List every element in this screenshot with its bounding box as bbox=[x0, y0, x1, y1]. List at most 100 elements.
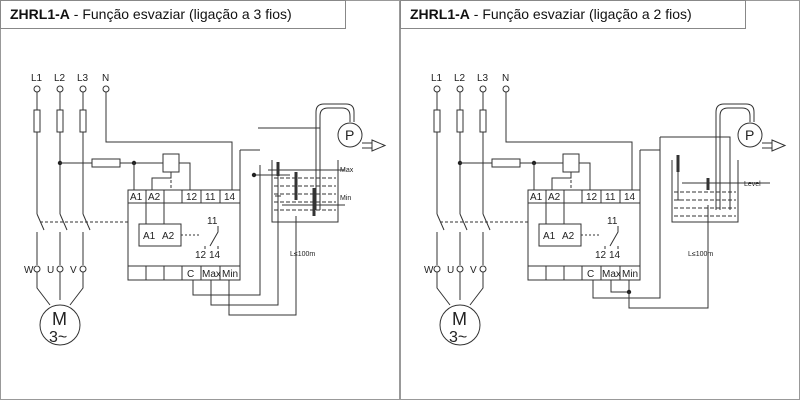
fuse-l1 bbox=[433, 109, 441, 133]
line-label-l1: L1 bbox=[431, 73, 443, 84]
tank bbox=[671, 160, 739, 223]
relay-top-terminal-11: 11 bbox=[605, 192, 616, 203]
contact-label-11: 11 bbox=[207, 216, 218, 227]
motor-terminal-v bbox=[79, 265, 87, 273]
phase-wires-mid bbox=[436, 132, 484, 214]
contact-label-14: 14 bbox=[209, 250, 221, 261]
distance-label: L≤100m bbox=[290, 251, 315, 258]
inner-coil-leads bbox=[545, 203, 565, 224]
line-label-n: N bbox=[102, 73, 109, 84]
title-box bbox=[0, 0, 346, 29]
contactor-switch-2 bbox=[59, 213, 68, 231]
relay-top-terminal-12: 12 bbox=[186, 192, 198, 203]
relay-module-dividers bbox=[528, 202, 640, 267]
control-fuse bbox=[491, 158, 521, 168]
motor-terminal-label-u: U bbox=[447, 265, 454, 276]
fuse-l3 bbox=[79, 109, 87, 133]
probe-wire-min bbox=[228, 216, 297, 316]
line-label-l1: L1 bbox=[31, 73, 43, 84]
terminal-n bbox=[502, 85, 510, 93]
probe-wire-max bbox=[210, 172, 279, 306]
inner-coil-leads bbox=[145, 203, 165, 224]
ground-symbol bbox=[675, 172, 681, 201]
contact-label-12: 12 bbox=[195, 250, 207, 261]
inner-coil-label-a1: A1 bbox=[143, 231, 156, 242]
motor-terminal-label-v: V bbox=[470, 265, 477, 276]
pump-outlet-arrow-icon bbox=[771, 139, 787, 152]
motor-label: M bbox=[52, 309, 67, 329]
phase-wires-bottom bbox=[436, 232, 484, 265]
relay-top-terminal-dividers bbox=[145, 190, 221, 203]
contact-label-14: 14 bbox=[609, 250, 621, 261]
motor-terminal-label-w: W bbox=[424, 265, 434, 276]
terminal-l1 bbox=[33, 85, 41, 93]
motor-terminal-v bbox=[479, 265, 487, 273]
panel-title: ZHRL1-A - Função esvaziar (ligação a 3 f… bbox=[10, 6, 292, 22]
inner-coil-label-a2: A2 bbox=[562, 231, 575, 242]
ground-symbol bbox=[275, 176, 281, 197]
line-label-l3: L3 bbox=[477, 73, 489, 84]
panel-title: ZHRL1-A - Função esvaziar (ligação a 2 f… bbox=[410, 6, 692, 22]
title-box bbox=[400, 0, 746, 29]
relay-top-terminal-dividers bbox=[545, 190, 621, 203]
terminal-l3 bbox=[479, 85, 487, 93]
pump-icon bbox=[337, 122, 363, 148]
relay-output-contact bbox=[204, 226, 219, 249]
panel-left: ZHRL1-A - Função esvaziar (ligação a 3 f… bbox=[0, 0, 387, 346]
motor-terminal-label-w: W bbox=[24, 265, 34, 276]
relay-bottom-terminal-c: C bbox=[187, 269, 194, 280]
probe-wire-c bbox=[592, 137, 661, 299]
pump-pipe-inner bbox=[719, 107, 751, 210]
relay-bottom-terminal-dividers bbox=[545, 266, 621, 280]
panel-right: ZHRL1-A - Função esvaziar (ligação a 2 f… bbox=[400, 0, 787, 346]
wire-coil-to-a2 bbox=[151, 172, 172, 190]
motor-terminal-w bbox=[33, 265, 41, 273]
tank-water bbox=[674, 191, 736, 217]
control-fuse bbox=[91, 158, 121, 168]
relay-output-contact bbox=[604, 226, 619, 249]
contact-label-11: 11 bbox=[607, 216, 618, 227]
level-label-max: Max bbox=[340, 167, 354, 174]
pump-outlet bbox=[362, 142, 372, 149]
distance-label: L≤100m bbox=[688, 251, 713, 258]
relay-top-terminal-14: 14 bbox=[224, 192, 236, 203]
relay-bottom-terminal-c: C bbox=[587, 269, 594, 280]
tank-water bbox=[274, 177, 336, 211]
contact-label-12: 12 bbox=[595, 250, 607, 261]
relay-bottom-terminal-dividers bbox=[145, 266, 221, 280]
motor-label: M bbox=[452, 309, 467, 329]
pump-label: P bbox=[345, 127, 354, 143]
relay-bottom-terminal-max: Max bbox=[202, 269, 221, 280]
contactor-switch-2 bbox=[459, 213, 468, 231]
line-label-l2: L2 bbox=[454, 73, 466, 84]
pump-pipe bbox=[315, 103, 355, 210]
motor-terminal-w bbox=[433, 265, 441, 273]
relay-top-terminal-11: 11 bbox=[205, 192, 216, 203]
motor-terminal-label-v: V bbox=[70, 265, 77, 276]
pump-supply-wire bbox=[258, 127, 321, 210]
relay-bottom-terminal-min: Min bbox=[222, 269, 238, 280]
pump-pipe-inner bbox=[319, 107, 351, 210]
pump-outlet bbox=[762, 142, 772, 149]
line-label-l3: L3 bbox=[77, 73, 89, 84]
level-label: Level bbox=[744, 181, 761, 188]
relay-top-terminal-14: 14 bbox=[624, 192, 636, 203]
line-label-l2: L2 bbox=[54, 73, 66, 84]
neutral-wire bbox=[105, 92, 233, 190]
phase-wires-top bbox=[436, 92, 484, 110]
phase-wires-bottom bbox=[36, 232, 84, 265]
line-label-n: N bbox=[502, 73, 509, 84]
motor-phase-label: 3~ bbox=[49, 329, 67, 346]
pump-label: P bbox=[745, 127, 754, 143]
relay-module-dividers bbox=[128, 202, 240, 267]
probe-wire-level bbox=[628, 205, 709, 309]
neutral-wire bbox=[505, 92, 633, 190]
pump-icon bbox=[737, 122, 763, 148]
wire-coil-to-11 bbox=[179, 162, 191, 190]
motor-icon bbox=[439, 304, 481, 346]
fuse-l3 bbox=[479, 109, 487, 133]
fuse-l2 bbox=[456, 109, 464, 133]
terminal-l2 bbox=[456, 85, 464, 93]
probe-wire-c bbox=[192, 165, 261, 296]
